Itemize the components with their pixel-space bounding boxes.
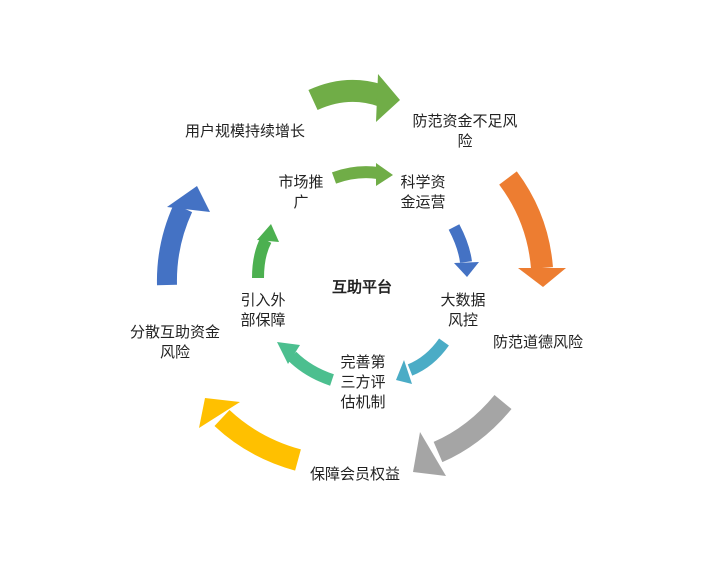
inner-label-big-data: 大数据 风控 <box>440 291 486 329</box>
center-label: 互助平台 <box>331 278 392 296</box>
inner-label-third-party: 完善第 三方评 估机制 <box>340 353 386 411</box>
inner-arrow-blue <box>448 224 479 277</box>
outer-arrow-gray <box>413 394 512 476</box>
inner-label-marketing: 市场推 广 <box>278 173 324 211</box>
outer-arrow-yellow <box>199 398 302 471</box>
inner-arrow-leftgreen <box>252 224 279 279</box>
inner-label-fund-operation: 科学资 金运营 <box>400 173 446 211</box>
outer-label-moral-risk: 防范道德风险 <box>492 333 583 351</box>
inner-arrow-teal <box>396 338 449 384</box>
outer-label-spread-risk: 分散互助资金 风险 <box>129 323 220 361</box>
outer-arrow-green <box>308 74 400 122</box>
inner-arrow-seagreen <box>277 342 334 386</box>
inner-label-external: 引入外 部保障 <box>240 291 286 329</box>
inner-arrow-green <box>331 163 393 186</box>
outer-label-user-growth: 用户规模持续增长 <box>184 122 305 140</box>
outer-arrow-orange <box>499 171 566 287</box>
outer-label-member-rights: 保障会员权益 <box>309 465 400 483</box>
outer-arrow-blue <box>156 186 210 286</box>
outer-label-fund-risk: 防范资金不足风 险 <box>412 112 518 150</box>
